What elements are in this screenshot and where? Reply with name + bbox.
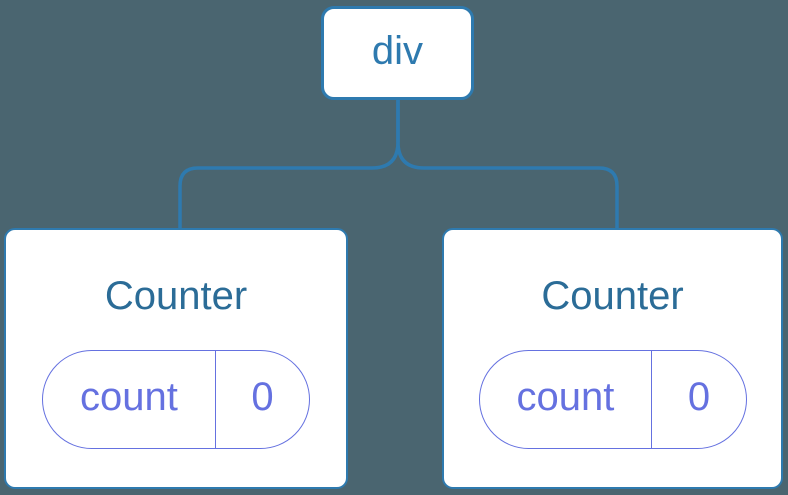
component-title: Counter [104, 274, 248, 318]
counter-card-left: Counter count 0 [4, 228, 348, 489]
counter-card-right: Counter count 0 [442, 228, 783, 489]
state-key-label: count [516, 374, 615, 419]
state-value: 0 [687, 374, 711, 419]
state-badge: count 0 [42, 350, 310, 449]
state-value: 0 [251, 374, 274, 419]
state-value-cell: 0 [216, 351, 309, 448]
state-badge: count 0 [478, 350, 747, 449]
state-key-cell: count [43, 351, 216, 448]
connector-right-branch [396, 98, 619, 230]
root-node-label: div [371, 29, 424, 73]
tree-node-div: div [321, 6, 474, 100]
state-value-cell: 0 [652, 351, 745, 448]
component-title: Counter [541, 274, 684, 318]
state-key-label: count [80, 374, 178, 419]
connector-left-branch [178, 98, 400, 230]
state-key-cell: count [480, 351, 653, 448]
